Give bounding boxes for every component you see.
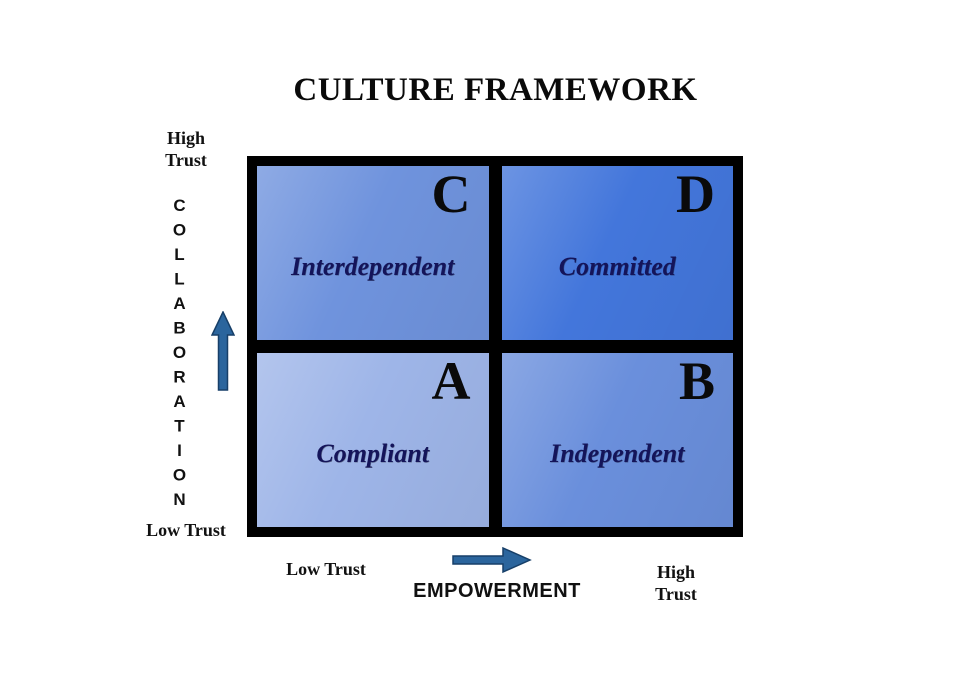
right-arrow-icon (452, 546, 532, 574)
right-arrow-shape (452, 546, 532, 574)
y-axis-title: COLLABORATION (170, 196, 189, 515)
x-axis-title: EMPOWERMENT (413, 580, 581, 602)
quadrant-a-letter: A (431, 351, 471, 411)
quadrant-d-label: Committed (558, 251, 676, 281)
x-axis-high-label: High Trust (655, 562, 697, 604)
page-title: CULTURE FRAMEWORK (293, 72, 698, 108)
matrix-grid: C Interdependent D Committed A Compliant… (247, 156, 743, 537)
up-arrow-icon (211, 311, 235, 391)
y-axis-low-label: Low Trust (146, 520, 226, 540)
quadrant-b: B Independent (501, 351, 733, 527)
quadrant-c-letter: C (431, 164, 471, 224)
y-axis-high-label: High Trust (165, 128, 207, 170)
quadrant-b-fill: B Independent (501, 351, 733, 527)
quadrant-b-label: Independent (550, 438, 685, 468)
x-axis-low-label: Low Trust (286, 559, 366, 579)
quadrant-a-label: Compliant (316, 438, 430, 468)
quadrant-c: C Interdependent (257, 166, 489, 340)
quadrant-a-fill: A Compliant (257, 353, 489, 527)
quadrant-b-letter: B (678, 351, 715, 411)
up-arrow-shape (211, 311, 235, 391)
quadrant-d-letter: D (676, 164, 715, 224)
quadrant-c-label: Interdependent (291, 251, 455, 281)
quadrant-c-fill: C Interdependent (257, 166, 489, 340)
quadrant-d: D Committed (501, 164, 733, 340)
quadrant-a: A Compliant (257, 353, 489, 527)
quadrant-d-fill: D Committed (501, 164, 733, 340)
